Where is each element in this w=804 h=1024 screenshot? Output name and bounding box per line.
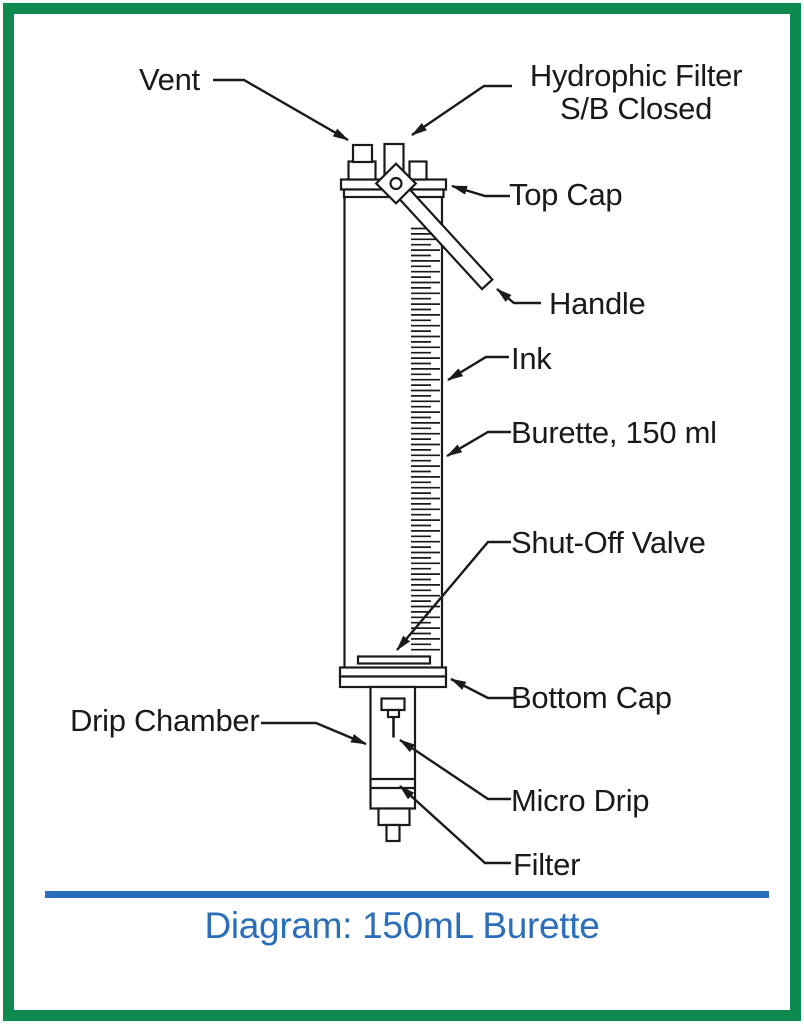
label-bottom-cap: Bottom Cap — [511, 680, 672, 715]
label-micro-drip: Micro Drip — [511, 783, 650, 818]
bottom-cap-leader-line — [450, 677, 514, 700]
vent-base-shape — [347, 160, 377, 181]
hydrophobic-filter-leader-line — [411, 84, 512, 136]
filter-leader-line — [399, 785, 511, 865]
micro-drip-leader-line — [399, 739, 511, 801]
bottom-cap-upper-shape — [338, 666, 448, 678]
drip-chamber-leader-line — [261, 721, 367, 746]
handle-shape — [374, 162, 494, 291]
label-burette: Burette, 150 ml — [511, 415, 717, 450]
label-ink: Ink — [511, 341, 552, 376]
graduation-scale — [411, 227, 440, 651]
burette-leader-line — [446, 430, 511, 458]
micro-drip-tip-shape — [386, 708, 401, 719]
leader-lines — [213, 78, 541, 865]
label-hydrophobic-filter: Hydrophic Filter S/B Closed — [516, 59, 756, 126]
bottom-cap-lower-shape — [338, 675, 448, 689]
shut-off-valve-shape — [356, 655, 432, 665]
ink-leader-line — [447, 355, 509, 382]
label-vent: Vent — [139, 62, 200, 97]
diagram-caption: Diagram: 150mL Burette — [204, 905, 600, 946]
micro-drip-nozzle-shape — [380, 697, 406, 712]
label-hydrophobic-filter-line2: S/B Closed — [559, 91, 713, 127]
label-drip-chamber: Drip Chamber — [70, 703, 260, 738]
vent-port-shape — [351, 143, 374, 164]
label-shut-off-valve: Shut-Off Valve — [511, 525, 706, 560]
handle-pivot-hole — [389, 176, 403, 191]
side-port-shape — [408, 160, 428, 181]
label-top-cap: Top Cap — [509, 177, 623, 212]
handle-leader-line — [496, 288, 541, 305]
outlet-tube-shape — [385, 823, 401, 843]
label-filter: Filter — [513, 847, 581, 882]
outlet-hub-shape — [377, 807, 411, 827]
top-cap-leader-line — [451, 184, 510, 198]
vent-leader-line — [213, 78, 349, 142]
label-hydrophobic-filter-line1: Hydrophic Filter — [529, 58, 743, 93]
caption-divider-line — [45, 891, 769, 898]
label-handle: Handle — [549, 286, 646, 321]
shut-off-valve-leader-line — [396, 540, 511, 651]
